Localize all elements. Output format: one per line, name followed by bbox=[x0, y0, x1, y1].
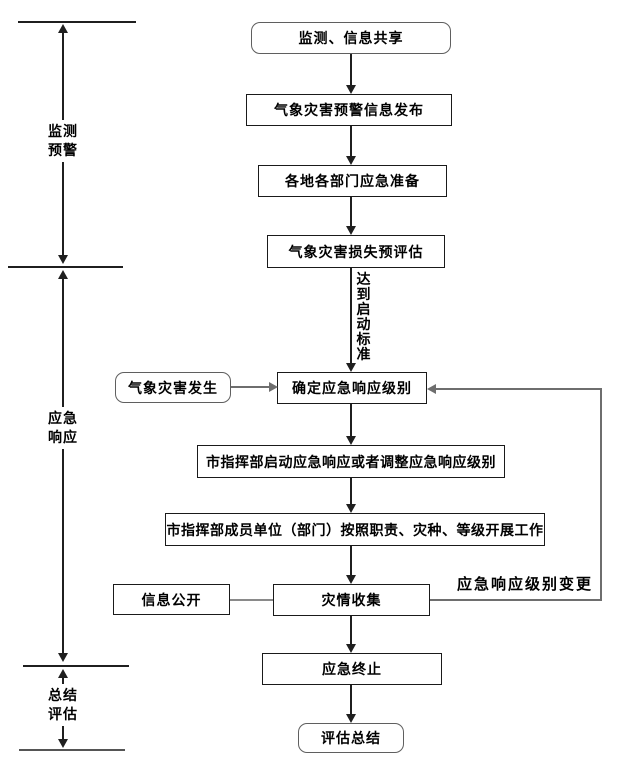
phase-label-summary-evaluation: 总结 评估 bbox=[38, 684, 88, 726]
flow-arrow-1-line bbox=[350, 54, 352, 86]
flow-arrow-1-head bbox=[346, 85, 356, 94]
node-emergency-termination: 应急终止 bbox=[262, 653, 442, 685]
bracket1-arrow-down bbox=[58, 255, 68, 264]
feedback-loop-head bbox=[427, 384, 436, 394]
flow-arrow-2-line bbox=[350, 126, 352, 157]
node-loss-preassessment: 气象灾害损失预评估 bbox=[267, 235, 445, 268]
phase-divider-top bbox=[18, 21, 136, 23]
connector-info-disclosure-line bbox=[230, 599, 273, 601]
flow-arrow-8-line bbox=[350, 616, 352, 645]
node-local-preparation: 各地各部门应急准备 bbox=[258, 165, 447, 197]
flow-arrow-5-line bbox=[350, 404, 352, 437]
feedback-loop-bottom-line bbox=[430, 599, 602, 601]
phase-label-monitoring-warning: 监测 预警 bbox=[38, 120, 88, 162]
phase-divider-1 bbox=[8, 266, 123, 268]
flow-arrow-3-line bbox=[350, 197, 352, 227]
node-disaster-occurs: 气象灾害发生 bbox=[115, 372, 231, 403]
node-start-adjust-response: 市指挥部启动应急响应或者调整应急响应级别 bbox=[197, 445, 505, 478]
phase-label-emergency-response: 应急 响应 bbox=[38, 407, 88, 449]
edge-label-reach-criteria: 达到启动标准 bbox=[355, 271, 372, 362]
node-members-work: 市指挥部成员单位（部门）按照职责、灾种、等级开展工作 bbox=[165, 513, 545, 546]
bracket2-line bbox=[62, 279, 64, 653]
edge-label-level-change: 应急响应级别变更 bbox=[456, 576, 593, 593]
flow-arrow-2-head bbox=[346, 156, 356, 165]
flow-arrow-4-line bbox=[350, 268, 352, 364]
node-warning-release: 气象灾害预警信息发布 bbox=[246, 94, 452, 126]
connector-disaster-occurs-line bbox=[231, 386, 269, 388]
flow-arrow-3-head bbox=[346, 226, 356, 235]
flow-arrow-4-head bbox=[346, 363, 356, 372]
node-info-disclosure: 信息公开 bbox=[113, 584, 230, 615]
bracket2-arrow-down bbox=[58, 653, 68, 662]
flow-arrow-6-head bbox=[346, 504, 356, 513]
connector-disaster-occurs-head bbox=[269, 382, 278, 392]
node-monitoring-sharing: 监测、信息共享 bbox=[251, 22, 451, 54]
feedback-loop-vertical-line bbox=[600, 389, 602, 601]
feedback-loop-top-line bbox=[436, 388, 602, 390]
phase-divider-2 bbox=[23, 665, 129, 667]
flow-arrow-5-head bbox=[346, 436, 356, 445]
phase-divider-bottom bbox=[19, 749, 125, 751]
bracket1-arrow-up bbox=[58, 24, 68, 33]
flow-arrow-7-head bbox=[346, 575, 356, 584]
flow-arrow-6-line bbox=[350, 478, 352, 505]
node-determine-level: 确定应急响应级别 bbox=[277, 372, 427, 404]
node-evaluation-summary: 评估总结 bbox=[298, 723, 404, 753]
flow-arrow-9-head bbox=[346, 714, 356, 723]
flow-arrow-7-line bbox=[350, 546, 352, 576]
node-disaster-collection: 灾情收集 bbox=[273, 584, 430, 616]
flow-arrow-9-line bbox=[350, 685, 352, 715]
bracket2-arrow-up bbox=[58, 270, 68, 279]
bracket3-arrow-up bbox=[58, 669, 68, 678]
bracket3-arrow-down bbox=[58, 739, 68, 748]
flow-arrow-8-head bbox=[346, 644, 356, 653]
